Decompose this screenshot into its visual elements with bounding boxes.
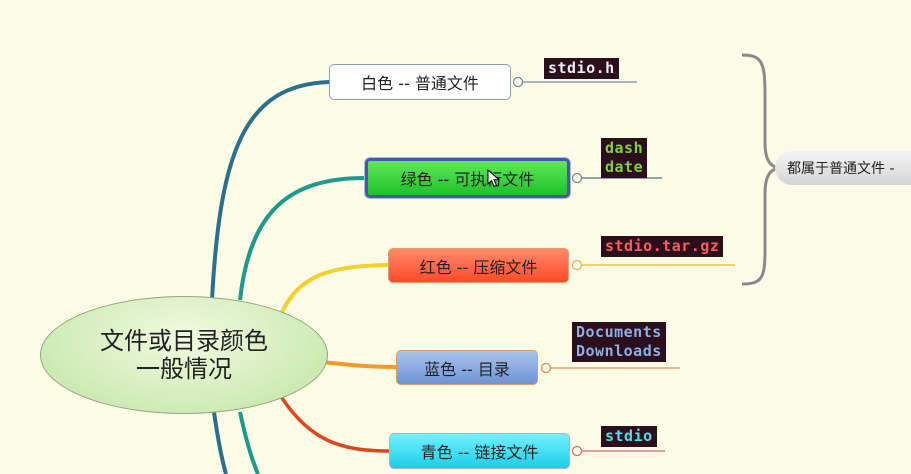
example-text: dash: [605, 139, 644, 157]
example-text: date: [605, 158, 644, 176]
example-text: Documents: [576, 323, 662, 341]
example-text: Downloads: [576, 342, 662, 360]
mouse-cursor-icon: [487, 169, 501, 188]
topic-label: 红色 -- 压缩文件: [419, 257, 538, 277]
topic-green-executable[interactable]: 绿色 -- 可执行文件: [365, 158, 570, 198]
summary-brace: [741, 53, 779, 286]
branch-line-green: [238, 176, 366, 301]
collapse-toggle-white[interactable]: [512, 76, 524, 88]
example-image-red: stdio.tar.gz: [601, 236, 724, 257]
topic-label: 白色 -- 普通文件: [361, 74, 479, 93]
central-topic-line2: 一般情况: [136, 355, 232, 383]
topic-cyan-link[interactable]: 青色 -- 链接文件: [389, 433, 570, 469]
branch-line-lower-1: [212, 411, 228, 474]
branch-line-cyan: [280, 397, 390, 453]
summary-topic[interactable]: 都属于普通文件 -: [775, 151, 911, 185]
topic-red-archive[interactable]: 红色 -- 压缩文件: [388, 248, 569, 283]
collapse-toggle-green[interactable]: [571, 172, 583, 184]
central-topic-line1: 文件或目录颜色: [100, 327, 268, 355]
collapse-toggle-blue[interactable]: [540, 362, 552, 374]
topic-label: 青色 -- 链接文件: [420, 443, 539, 462]
branch-line-lower-2: [238, 411, 260, 474]
topic-label: 绿色 -- 可执行文件: [400, 170, 535, 189]
example-text: stdio.h: [548, 59, 615, 77]
summary-label: 都属于普通文件 -: [787, 161, 895, 177]
topic-blue-directory[interactable]: 蓝色 -- 目录: [396, 350, 538, 385]
example-text: stdio.tar.gz: [605, 237, 720, 255]
branch-line-white: [210, 80, 330, 301]
example-text: stdio: [605, 427, 653, 445]
example-image-green: dash date: [601, 138, 648, 178]
branch-line-red: [280, 263, 389, 313]
example-image-white: stdio.h: [544, 58, 619, 79]
example-image-blue: Documents Downloads: [572, 322, 666, 362]
branch-line-blue: [321, 360, 397, 369]
topic-white-regular-file[interactable]: 白色 -- 普通文件: [329, 64, 511, 100]
collapse-toggle-red[interactable]: [571, 259, 583, 271]
collapse-toggle-cyan[interactable]: [571, 445, 583, 457]
topic-label: 蓝色 -- 目录: [424, 359, 510, 379]
central-topic[interactable]: 文件或目录颜色 一般情况: [40, 296, 328, 414]
example-image-cyan: stdio: [601, 426, 657, 447]
